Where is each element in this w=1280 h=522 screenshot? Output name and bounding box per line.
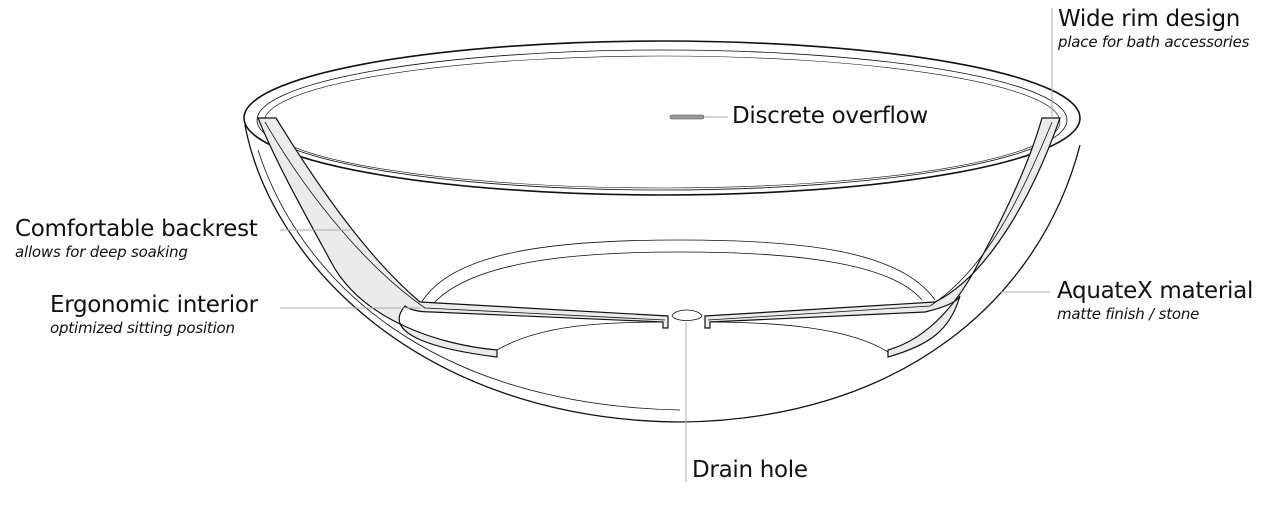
floor-back-arc-2 [431, 251, 923, 306]
label-wide-rim: Wide rim design place for bath accessori… [1058, 6, 1249, 51]
tub-outer-body [244, 124, 1081, 423]
label-drain: Drain hole [692, 457, 808, 484]
label-subtitle: place for bath accessories [1058, 33, 1250, 51]
label-interior: Ergonomic interior optimized sitting pos… [50, 292, 258, 337]
label-subtitle: matte finish / stone [1057, 305, 1200, 323]
label-title: Ergonomic interior [50, 292, 258, 318]
floor-front-arc-2 [704, 321, 889, 353]
tub-outer-body-inner [257, 149, 681, 411]
label-title: AquateX material [1057, 278, 1254, 304]
label-subtitle: allows for deep soaking [15, 243, 188, 261]
label-overflow: Discrete overflow [732, 103, 928, 130]
section-right [704, 117, 1061, 358]
drain-hole [671, 309, 703, 321]
rim-inner-2 [263, 55, 1061, 189]
label-title: Drain hole [692, 457, 808, 483]
floor-back-arc [419, 239, 936, 306]
label-backrest: Comfortable backrest allows for deep soa… [15, 216, 258, 261]
rim-inner [256, 49, 1068, 191]
section-left [257, 117, 669, 358]
label-subtitle: optimized sitting position [50, 319, 235, 337]
label-title: Discrete overflow [732, 103, 928, 129]
label-title: Wide rim design [1058, 6, 1241, 32]
label-title: Comfortable backrest [15, 216, 258, 242]
label-material: AquateX material matte finish / stone [1057, 278, 1253, 323]
floor-front-arc [496, 321, 669, 351]
rim-outer [243, 40, 1081, 196]
overflow-slot [669, 114, 705, 120]
